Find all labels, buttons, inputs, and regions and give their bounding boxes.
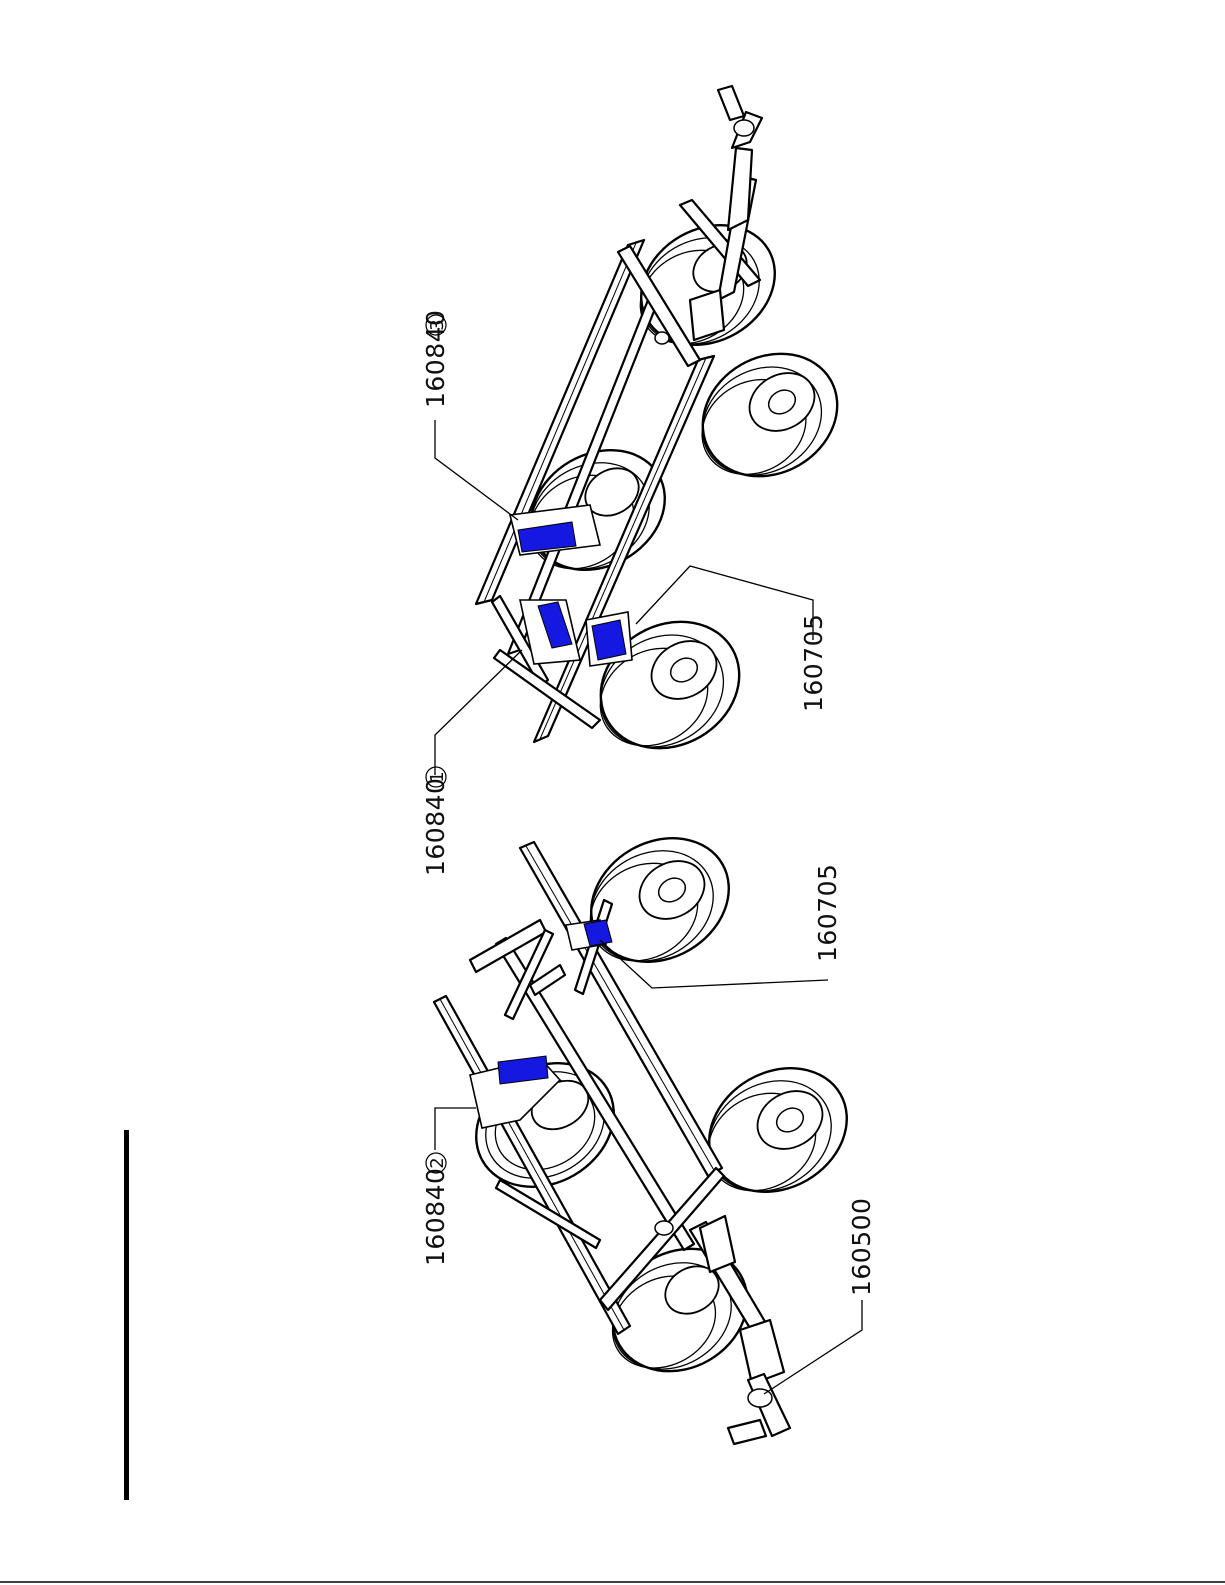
bracket-160705-right [586, 612, 632, 666]
label-left-mid-part-number: 160705 [813, 864, 842, 962]
page-margin-bar [124, 1130, 129, 1500]
wheel-front-right [687, 1044, 870, 1216]
label-left-top-part-number: 160840 [421, 1168, 450, 1266]
wheel-right-front-near [680, 330, 859, 500]
trailer-view-left [434, 814, 869, 1444]
label-left-bottom-part-number: 160500 [847, 1198, 876, 1296]
label-right-top-circle-number: 3 [427, 319, 448, 330]
label-right-bottom-part-number: 160840 [421, 778, 450, 876]
label-left-top-circle-number: 2 [427, 1157, 448, 1168]
label-right-bottom-circle-number: 1 [427, 771, 448, 782]
label-right-mid-part-number: 160705 [799, 614, 828, 712]
